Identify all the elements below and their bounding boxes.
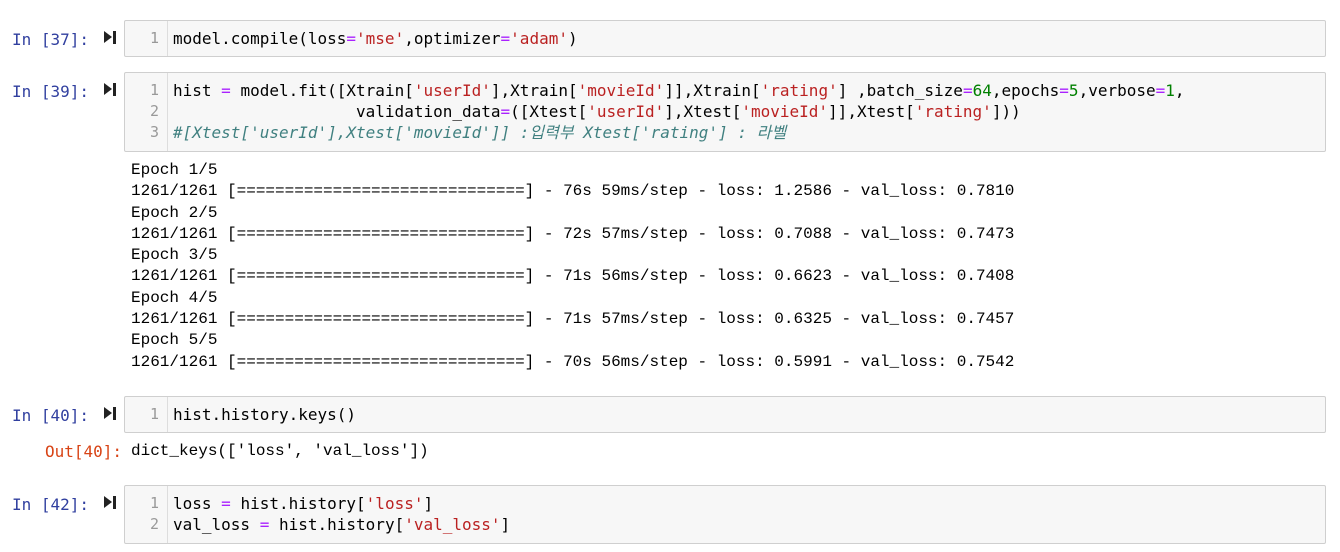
output-prompt: Out[40]: bbox=[45, 442, 123, 461]
code-area[interactable]: hist = model.fit([Xtrain['userId'],Xtrai… bbox=[173, 80, 1325, 143]
code-line[interactable]: loss = hist.history['loss'] bbox=[173, 493, 1325, 514]
code-token: hist.history.keys() bbox=[173, 405, 357, 424]
code-token: ] ,batch_size bbox=[837, 81, 963, 100]
cell-output: dict_keys(['loss', 'val_loss']) bbox=[131, 441, 429, 462]
cell-output: Epoch 1/5 1261/1261 [====================… bbox=[131, 160, 1014, 373]
output-line: 1261/1261 [=============================… bbox=[131, 224, 1015, 243]
code-token: , bbox=[1174, 81, 1185, 100]
code-token: ],Xtrain[ bbox=[490, 81, 578, 100]
code-token: model.compile(loss bbox=[173, 29, 347, 48]
code-token: ,verbose bbox=[1078, 81, 1156, 100]
output-line: Epoch 2/5 bbox=[131, 203, 218, 222]
line-numbers: 1 bbox=[125, 397, 168, 432]
code-token: 64 bbox=[972, 81, 992, 100]
code-token: = bbox=[962, 81, 973, 100]
code-token: ])) bbox=[991, 102, 1021, 121]
code-token: = bbox=[1059, 81, 1069, 100]
code-token: ) bbox=[567, 29, 578, 48]
input-prompt: In [39]: bbox=[12, 82, 90, 101]
run-cell-icon[interactable] bbox=[104, 30, 118, 44]
code-token: = bbox=[221, 81, 231, 100]
code-token: 'userId' bbox=[587, 102, 665, 121]
code-area[interactable]: model.compile(loss='mse',optimizer='adam… bbox=[173, 28, 1325, 49]
code-line[interactable]: hist.history.keys() bbox=[173, 404, 1325, 425]
code-token: ] bbox=[500, 515, 511, 534]
code-token: 'adam' bbox=[510, 29, 568, 48]
code-token: = bbox=[221, 494, 231, 513]
code-line[interactable]: model.compile(loss='mse',optimizer='adam… bbox=[173, 28, 1325, 49]
code-token: hist.history[ bbox=[230, 494, 366, 513]
code-token: 'rating' bbox=[914, 102, 992, 121]
code-token: = bbox=[500, 29, 511, 48]
code-line[interactable]: validation_data=([Xtest['userId'],Xtest[… bbox=[173, 101, 1325, 122]
code-token: #[Xtest['userId'],Xtest['movieId']] :입력부… bbox=[173, 123, 787, 142]
code-token: ,optimizer bbox=[404, 29, 501, 48]
output-line: 1261/1261 [=============================… bbox=[131, 310, 1015, 329]
run-cell-icon[interactable] bbox=[104, 406, 118, 420]
code-token: ]],Xtrain[ bbox=[664, 81, 761, 100]
code-token: validation_data bbox=[173, 102, 501, 121]
code-area[interactable]: hist.history.keys() bbox=[173, 404, 1325, 425]
run-cell-icon[interactable] bbox=[104, 495, 118, 509]
code-token: ]],Xtest[ bbox=[828, 102, 915, 121]
code-input[interactable]: 1 hist.history.keys() bbox=[124, 396, 1326, 433]
code-token: = bbox=[346, 29, 357, 48]
code-token: hist.history[ bbox=[269, 515, 405, 534]
code-token: 'mse' bbox=[356, 29, 405, 48]
run-cell-icon[interactable] bbox=[104, 82, 118, 96]
input-prompt: In [37]: bbox=[12, 30, 90, 49]
code-token: ,epochs bbox=[991, 81, 1060, 100]
code-input[interactable]: 1 model.compile(loss='mse',optimizer='ad… bbox=[124, 20, 1326, 57]
code-token: hist bbox=[173, 81, 222, 100]
input-prompt: In [42]: bbox=[12, 495, 90, 514]
code-token: model.fit([Xtrain[ bbox=[230, 81, 414, 100]
code-token: 1 bbox=[1165, 81, 1175, 100]
output-line: Epoch 1/5 bbox=[131, 161, 218, 179]
output-line: 1261/1261 [=============================… bbox=[131, 267, 1015, 286]
code-token: = bbox=[259, 515, 270, 534]
code-token: 'val_loss' bbox=[404, 515, 501, 534]
code-token: val_loss bbox=[173, 515, 260, 534]
code-token: 'movieId' bbox=[577, 81, 665, 100]
output-line: dict_keys(['loss', 'val_loss']) bbox=[131, 442, 429, 460]
code-line[interactable]: hist = model.fit([Xtrain['userId'],Xtrai… bbox=[173, 80, 1325, 101]
code-line[interactable]: #[Xtest['userId'],Xtest['movieId']] :입력부… bbox=[173, 122, 1325, 143]
code-token: 5 bbox=[1068, 81, 1079, 100]
output-line: Epoch 4/5 bbox=[131, 288, 218, 307]
code-area[interactable]: loss = hist.history['loss']val_loss = hi… bbox=[173, 493, 1325, 535]
output-line: 1261/1261 [=============================… bbox=[131, 182, 1015, 201]
code-token: 'movieId' bbox=[741, 102, 829, 121]
output-line: Epoch 5/5 bbox=[131, 331, 218, 350]
code-token: = bbox=[500, 102, 511, 121]
line-numbers: 1 bbox=[125, 21, 168, 56]
code-token: ] bbox=[423, 494, 434, 513]
input-prompt: In [40]: bbox=[12, 406, 90, 425]
code-token: ([Xtest[ bbox=[510, 102, 588, 121]
output-line: Epoch 3/5 bbox=[131, 246, 218, 265]
code-token: 'loss' bbox=[365, 494, 424, 513]
code-line[interactable]: val_loss = hist.history['val_loss'] bbox=[173, 514, 1325, 535]
code-token: ],Xtest[ bbox=[664, 102, 742, 121]
code-token: = bbox=[1155, 81, 1166, 100]
code-token: 'userId' bbox=[413, 81, 491, 100]
output-line: 1261/1261 [=============================… bbox=[131, 352, 1015, 371]
code-token: 'rating' bbox=[760, 81, 838, 100]
code-token: loss bbox=[173, 494, 222, 513]
